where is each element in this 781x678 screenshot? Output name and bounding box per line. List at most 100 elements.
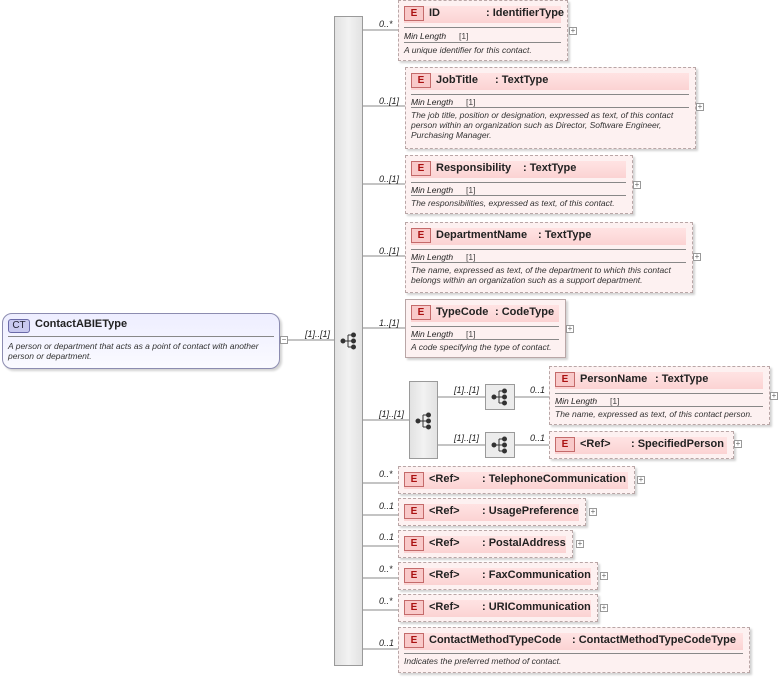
element-type: : SpecifiedPerson (631, 438, 724, 450)
collapse-icon[interactable]: − (280, 335, 288, 344)
element-badge: E (411, 305, 431, 320)
cardinality-label: 0..* (379, 596, 393, 606)
cardinality-label: 0..1 (530, 385, 546, 395)
element-badge: E (555, 372, 575, 387)
element-type: : CodeType (495, 306, 555, 318)
expand-icon[interactable]: + (734, 439, 742, 448)
element-badge: E (411, 228, 431, 243)
sequence-icon (491, 436, 507, 454)
element-badge: E (555, 437, 575, 452)
facet-label: Min Length (411, 329, 454, 339)
cardinality-label: [1]..[1] (379, 409, 405, 419)
sequence-compositor[interactable] (334, 16, 363, 666)
element-name: DepartmentName (436, 229, 528, 241)
complex-type-badge: CT (8, 319, 30, 333)
cardinality-label: 0..[1] (379, 246, 400, 256)
element-badge: E (404, 568, 424, 583)
element-type: : ContactMethodTypeCodeType (572, 634, 736, 646)
facet-value: [1] (466, 252, 476, 262)
element-badge: E (404, 6, 424, 21)
element-badge: E (404, 633, 424, 648)
element-doc: The name, expressed as text, of this con… (555, 409, 753, 419)
expand-icon[interactable]: + (600, 603, 608, 612)
element-name: <Ref> (429, 505, 460, 517)
element-badge: E (411, 161, 431, 176)
element-type: : URICommunication (482, 601, 591, 613)
cardinality-label: 0..* (379, 19, 393, 29)
divider (8, 336, 274, 337)
element-name: <Ref> (429, 569, 460, 581)
element-name: <Ref> (429, 601, 460, 613)
expand-icon[interactable]: + (600, 571, 608, 580)
element-contactmethodtypecode[interactable]: E ContactMethodTypeCode : ContactMethodT… (398, 627, 750, 673)
element-type: : TextType (655, 373, 709, 385)
expand-icon[interactable]: + (770, 391, 778, 400)
element-badge: E (404, 536, 424, 551)
element-departmentname[interactable]: E DepartmentName : TextType Min Length [… (405, 222, 693, 293)
facet-value: [1] (459, 31, 469, 41)
element-doc: A unique identifier for this contact. (404, 45, 532, 55)
facet-label: Min Length (411, 252, 454, 262)
expand-icon[interactable]: + (589, 507, 597, 516)
element-doc: A code specifying the type of contact. (411, 342, 552, 352)
element-name: ID (429, 7, 440, 19)
facet-value: [1] (610, 396, 620, 406)
element-personname[interactable]: E PersonName : TextType Min Length [1] T… (549, 366, 770, 425)
element-name: ContactMethodTypeCode (429, 634, 562, 646)
expand-icon[interactable]: + (637, 475, 645, 484)
element-faxcommunication[interactable]: E <Ref> : FaxCommunication (398, 562, 598, 590)
expand-icon[interactable]: + (633, 180, 641, 189)
element-name: PersonName (580, 373, 648, 385)
expand-icon[interactable]: + (569, 26, 577, 35)
sequence-icon (340, 332, 356, 350)
element-postaladdress[interactable]: E <Ref> : PostalAddress (398, 530, 573, 558)
element-doc: The name, expressed as text, of the depa… (411, 265, 671, 285)
facet-label: Min Length (411, 185, 454, 195)
cardinality-label: 0..* (379, 469, 393, 479)
cardinality-label: [1]..[1] (454, 433, 480, 443)
element-id[interactable]: E ID : IdentifierType Min Length [1] A u… (398, 0, 568, 61)
element-doc: The job title, position or designation, … (411, 110, 674, 140)
cardinality-label: [1]..[1] (454, 385, 480, 395)
element-badge: E (404, 504, 424, 519)
element-name: Responsibility (436, 162, 512, 174)
facet-value: [1] (466, 97, 476, 107)
element-type: : FaxCommunication (482, 569, 591, 581)
element-doc: Indicates the preferred method of contac… (404, 656, 562, 666)
element-usagepreference[interactable]: E <Ref> : UsagePreference (398, 498, 586, 526)
expand-icon[interactable]: + (566, 324, 574, 333)
sequence-node[interactable] (485, 432, 515, 458)
facet-value: [1] (466, 329, 476, 339)
element-uricommunication[interactable]: E <Ref> : URICommunication (398, 594, 598, 622)
cardinality-label: 0..[1] (379, 96, 400, 106)
element-badge: E (404, 600, 424, 615)
element-jobtitle[interactable]: E JobTitle : TextType Min Length [1] The… (405, 67, 696, 149)
cardinality-label: 0..1 (530, 433, 546, 443)
cardinality-label: 0..1 (379, 638, 395, 648)
expand-icon[interactable]: + (576, 539, 584, 548)
cardinality-label: 0..1 (379, 501, 395, 511)
element-telephonecommunication[interactable]: E <Ref> : TelephoneCommunication (398, 466, 635, 494)
element-badge: E (404, 472, 424, 487)
element-name: JobTitle (436, 74, 478, 86)
element-specifiedperson[interactable]: E <Ref> : SpecifiedPerson (549, 431, 734, 459)
root-complex-type[interactable]: CT ContactABIEType A person or departmen… (2, 313, 280, 369)
expand-icon[interactable]: + (693, 252, 701, 261)
facet-label: Min Length (555, 396, 598, 406)
cardinality-label: 0..[1] (379, 174, 400, 184)
element-type: : UsagePreference (482, 505, 579, 517)
element-responsibility[interactable]: E Responsibility : TextType Min Length [… (405, 155, 633, 214)
element-type: : TextType (523, 162, 577, 174)
facet-label: Min Length (404, 31, 447, 41)
expand-icon[interactable]: + (696, 102, 704, 111)
element-type: : TelephoneCommunication (482, 473, 627, 485)
root-cardinality: [1]..[1] (305, 329, 331, 339)
facet-value: [1] (466, 185, 476, 195)
element-type: : TextType (495, 74, 549, 86)
element-name: <Ref> (580, 438, 611, 450)
element-name: <Ref> (429, 473, 460, 485)
element-type: : PostalAddress (482, 537, 566, 549)
sequence-node[interactable] (485, 384, 515, 410)
element-typecode[interactable]: E TypeCode : CodeType Min Length [1] A c… (405, 299, 566, 358)
